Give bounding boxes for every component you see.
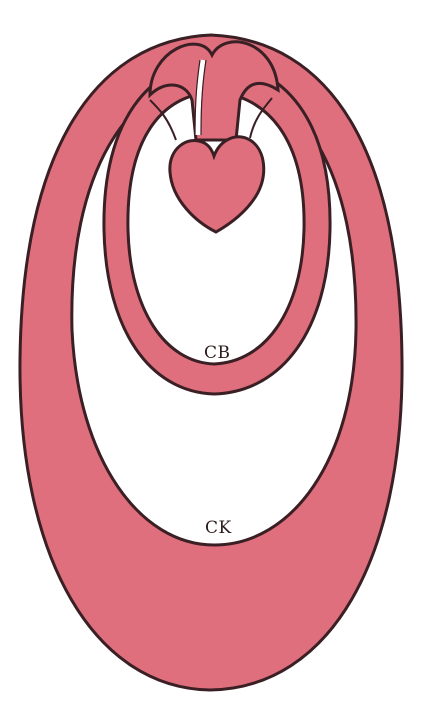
label-small-circulation: CB	[204, 343, 231, 363]
label-large-circulation: CK	[205, 518, 232, 538]
